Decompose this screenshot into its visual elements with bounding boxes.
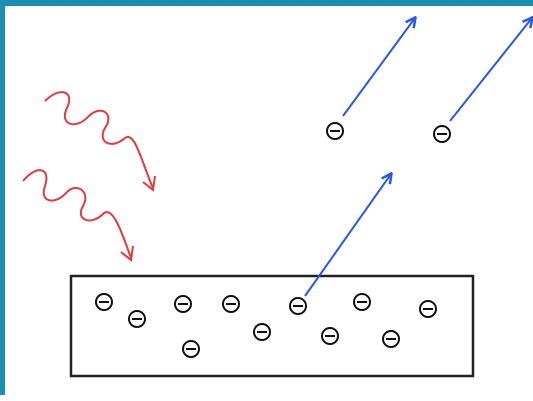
light-wave-1 bbox=[44, 91, 154, 189]
metal-electron bbox=[289, 297, 307, 315]
ejected-electron-2 bbox=[433, 125, 451, 143]
light-wave-arrowhead-1 bbox=[142, 175, 156, 192]
metal-electron bbox=[128, 310, 146, 328]
metal-electron bbox=[321, 327, 339, 345]
metal-electron bbox=[382, 330, 400, 348]
metal-electron bbox=[95, 293, 113, 311]
metal-electron bbox=[419, 300, 437, 318]
metal-electron bbox=[253, 323, 271, 341]
photoelectric-diagram bbox=[22, 6, 533, 378]
metal-plate bbox=[69, 274, 475, 378]
light-wave-arrowhead-2 bbox=[120, 245, 134, 262]
electron-path-1 bbox=[342, 18, 415, 117]
ejected-electron-1 bbox=[326, 122, 344, 140]
metal-electron bbox=[174, 295, 192, 313]
electron-path-2 bbox=[449, 18, 532, 122]
light-wave-2 bbox=[22, 169, 132, 259]
metal-electron bbox=[222, 295, 240, 313]
metal-electron bbox=[353, 293, 371, 311]
metal-electron bbox=[182, 340, 200, 358]
electron-path-3 bbox=[304, 174, 391, 297]
